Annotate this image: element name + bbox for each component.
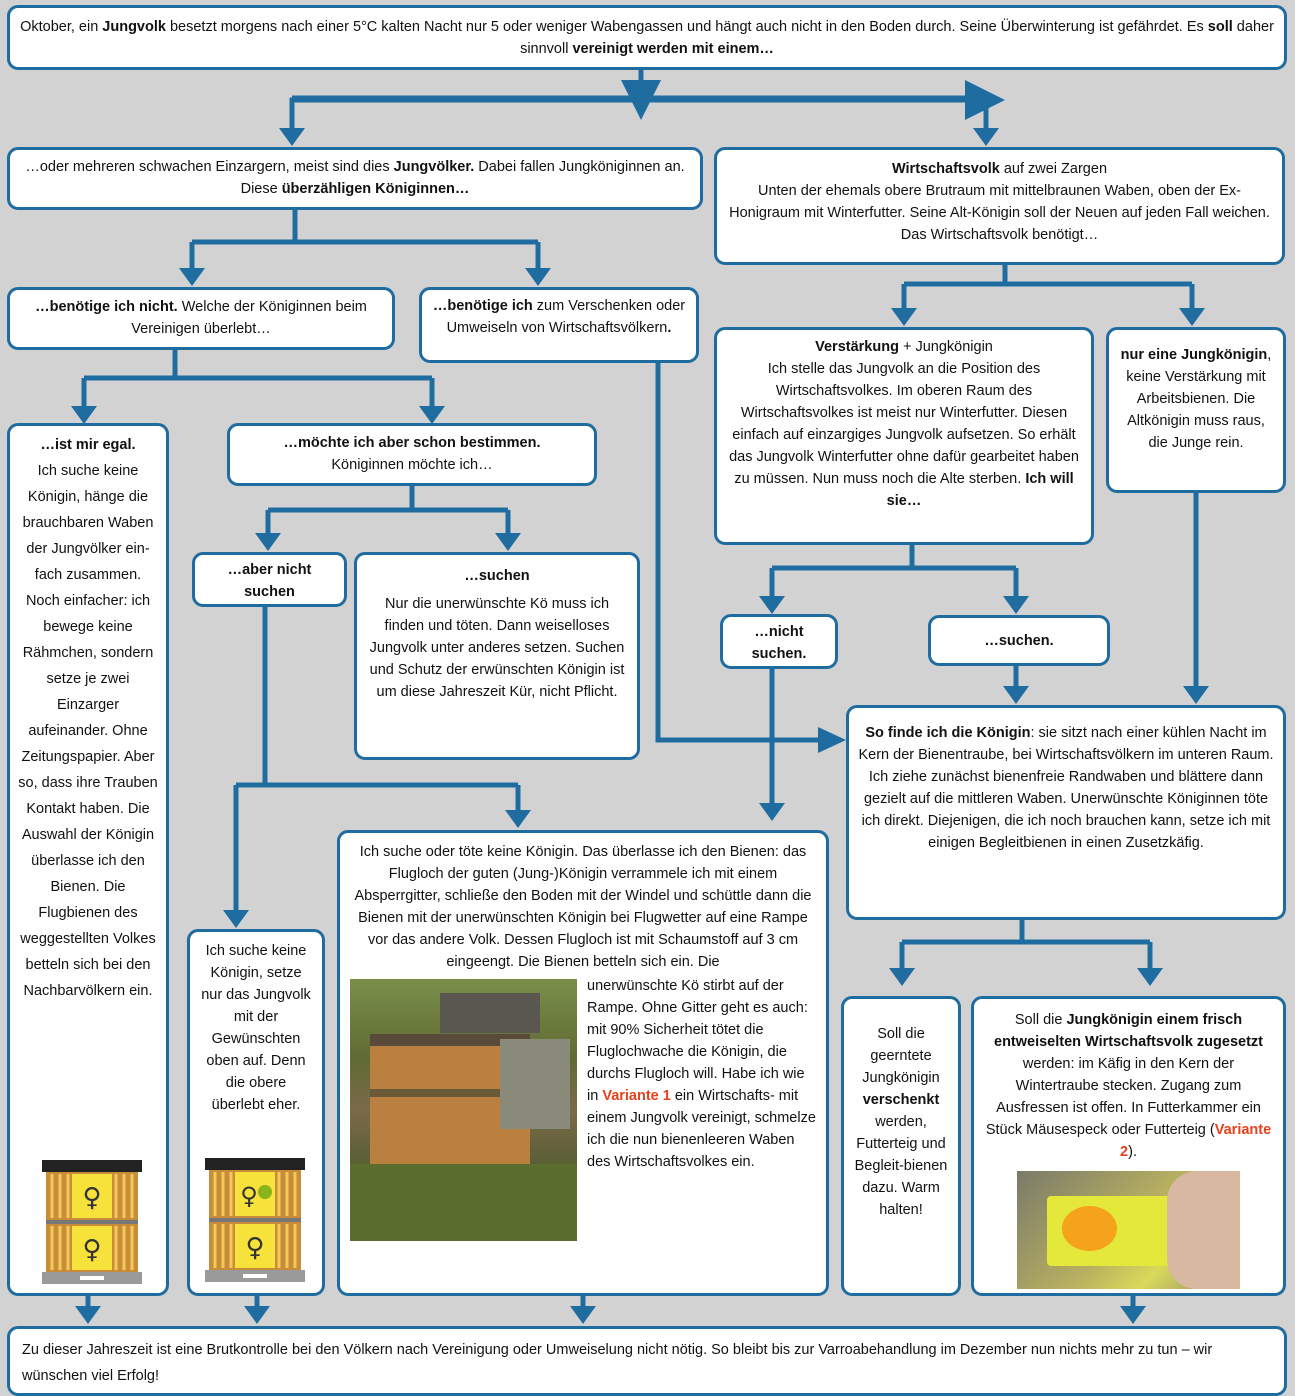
jungvolk-oben-text: Ich suche keine Königin, setze nur das J… <box>201 943 311 1113</box>
nicht-suchen-bold: …nicht suchen. <box>751 624 807 662</box>
flugloch-text: Ich suche oder töte keine Königin. Das ü… <box>354 844 812 970</box>
intro-text-3: daher sinnvoll <box>520 19 1274 57</box>
nicht-benoetigt-text: Welche der Königinnen beim Vereinigen üb… <box>131 299 367 337</box>
egal-bold: …ist mir egal. <box>40 437 136 453</box>
verschenken-bold-2: . <box>667 320 672 336</box>
verschenkt-text: Soll die geerntete Jungkönigin <box>862 1026 940 1086</box>
verschenkt-box: Soll die geerntete Jungkönigin verschenk… <box>841 996 961 1296</box>
aber-nicht-suchen-bold: …aber nicht suchen <box>227 562 312 600</box>
hive-icon-egal: ♀ ♀ <box>42 1160 142 1284</box>
zugesetzt-bold: Jungkönigin einem frisch entweiselten Wi… <box>994 1012 1263 1050</box>
variante-1-label: Variante 1 <box>602 1088 671 1104</box>
egal-box: …ist mir egal. Ich suche keine Königin, … <box>7 423 169 1296</box>
suchen-left-box: …suchen Nur die unerwünschte Kö muss ich… <box>354 552 640 760</box>
verschenken-bold: …benötige ich <box>432 298 533 314</box>
finden-bold: So finde ich die Königin <box>865 725 1031 741</box>
nicht-suchen-box: …nicht suchen. <box>720 614 838 669</box>
bestimmen-box: …möchte ich aber schon bestimmen. Königi… <box>227 423 597 486</box>
wirtschaftsvolk-text: auf zwei Zargen <box>999 161 1108 177</box>
verschenken-box: …benötige ich zum Verschenken oder Umwei… <box>419 287 699 363</box>
suchen-right-box: …suchen. <box>928 615 1110 666</box>
nur-jungkoenigin-text: , keine Verstärkung mit Arbeitsbienen. D… <box>1126 347 1272 451</box>
einzarger-text: …oder mehreren schwachen Einzargern, mei… <box>25 159 394 175</box>
flugloch-box: Ich suche oder töte keine Königin. Das ü… <box>337 830 829 1296</box>
cage-photo <box>1017 1171 1240 1289</box>
queen-icon-3: ♀ <box>240 1182 258 1210</box>
einzarger-text-2: Dabei fallen Jungköniginnen an. Diese <box>240 159 685 197</box>
hive-icon-jungvolk: ♀ ♀ <box>205 1158 305 1282</box>
nicht-benoetigt-bold: …benötige ich nicht. <box>35 299 178 315</box>
intro-text: Oktober, ein <box>20 19 103 35</box>
variante-2-label: Variante 2 <box>1120 1122 1272 1160</box>
verstaerkung-bold: Verstärkung <box>815 339 899 355</box>
verstaerkung-text-2: Ich stelle das Jungvolk an die Position … <box>729 361 1079 487</box>
zugesetzt-text-3: ). <box>1128 1144 1137 1160</box>
verschenkt-text-2: werden, Futterteig und Begleit-bienen da… <box>854 1114 948 1218</box>
bee-photo <box>350 979 577 1241</box>
zugesetzt-text-2: werden: im Käfig in den Kern der Wintert… <box>985 1056 1261 1138</box>
einzarger-box: …oder mehreren schwachen Einzargern, mei… <box>7 147 703 210</box>
egal-text: Ich suche keine Königin, hänge die brauc… <box>18 463 158 999</box>
conclusion-text: Zu dieser Jahreszeit ist eine Brutkontro… <box>22 1342 1213 1384</box>
zugesetzt-box: Soll die Jungkönigin einem frisch entwei… <box>971 996 1286 1296</box>
intro-bold-soll: soll <box>1207 19 1233 35</box>
suchen-left-bold: …suchen <box>464 568 530 584</box>
nur-jungkoenigin-bold: nur eine Jungkönigin <box>1120 347 1268 363</box>
flugloch-text-3: ein Wirtschafts- mit einem Jungvolk vere… <box>587 1088 816 1170</box>
bestimmen-bold: …möchte ich aber schon bestimmen. <box>283 435 541 451</box>
verschenken-text: zum Verschenken oder Umweiseln von Wirts… <box>446 298 686 336</box>
conclusion-box: Zu dieser Jahreszeit ist eine Brutkontro… <box>7 1326 1287 1396</box>
intro-bold-jungvolk: Jungvolk <box>102 19 166 35</box>
verschenkt-bold: verschenkt <box>862 1092 940 1108</box>
nur-jungkoenigin-box: nur eine Jungkönigin, keine Verstärkung … <box>1106 327 1286 493</box>
verstaerkung-bold-2: Ich will sie… <box>886 471 1074 509</box>
wirtschaftsvolk-text-2: Unten der ehemals obere Brutraum mit mit… <box>729 183 1270 243</box>
wirtschaftsvolk-box: Wirtschaftsvolk auf zwei Zargen Unten de… <box>714 147 1285 265</box>
queen-icon-4: ♀ <box>245 1233 264 1263</box>
zugesetzt-text: Soll die <box>1014 1012 1067 1028</box>
intro-box: Oktober, ein Jungvolk besetzt morgens na… <box>7 5 1287 70</box>
aber-nicht-suchen-box: …aber nicht suchen <box>192 552 347 607</box>
queen-icon-2: ♀ <box>82 1235 101 1265</box>
intro-text-2: besetzt morgens nach einer 5°C kalten Na… <box>165 19 1208 35</box>
intro-bold-vereinigt: vereinigt werden mit einem… <box>572 41 774 57</box>
verstaerkung-text: + Jungkönigin <box>898 339 993 355</box>
bestimmen-text: Königinnen möchte ich… <box>331 457 493 473</box>
suchen-right-bold: …suchen. <box>984 633 1054 649</box>
einzarger-bold-2: überzähligen Königinnen… <box>281 181 470 197</box>
finden-text: : sie sitzt nach einer kühlen Nacht im K… <box>858 725 1274 851</box>
flugloch-text-2: unerwünschte Kö stirbt auf der Rampe. Oh… <box>587 978 808 1104</box>
finden-box: So finde ich die Königin: sie sitzt nach… <box>846 705 1286 920</box>
wirtschaftsvolk-bold: Wirtschaftsvolk <box>891 161 1000 177</box>
suchen-left-text: Nur die unerwünschte Kö muss ich finden … <box>369 596 625 700</box>
einzarger-bold: Jungvölker. <box>393 159 475 175</box>
nicht-benoetigt-box: …benötige ich nicht. Welche der Königinn… <box>7 287 395 350</box>
verstaerkung-box: Verstärkung + Jungkönigin Ich stelle das… <box>714 327 1094 545</box>
queen-icon: ♀ <box>82 1183 101 1213</box>
